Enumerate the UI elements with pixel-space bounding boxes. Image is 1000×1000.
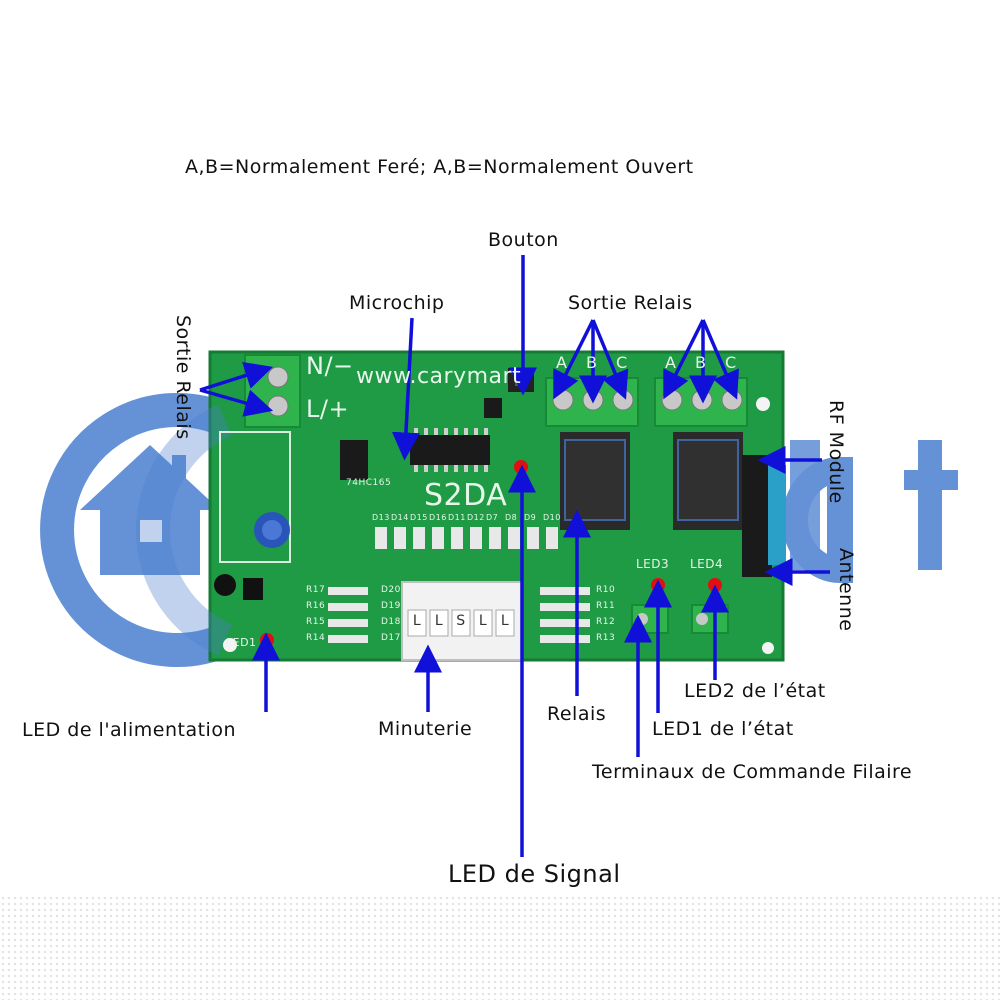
- resistor-label: R15: [306, 617, 326, 627]
- resistor-label: R17: [306, 585, 326, 595]
- carymart-watermark: [40, 393, 958, 667]
- timer-mark: L: [478, 613, 488, 629]
- diode-label: D11: [448, 513, 466, 522]
- relay-letter-left-c: C: [616, 353, 628, 372]
- terminal-l-label: L/+: [306, 395, 350, 423]
- relay-letter-right-b: B: [695, 353, 707, 372]
- arrow-microchip: [391, 317, 420, 461]
- label-bouton: Bouton: [488, 229, 559, 251]
- diode-label: D12: [467, 513, 485, 522]
- arrow-sortie-c1: [591, 319, 629, 400]
- diode-left-label: D17: [381, 633, 401, 643]
- resistor-label: R14: [306, 633, 326, 643]
- resistor-label: R13: [596, 633, 616, 643]
- label-led-signal: LED de Signal: [448, 860, 621, 888]
- timer-mark: L: [434, 613, 444, 629]
- diode-label: D7: [486, 513, 499, 522]
- arrow-sortie-relais-left-1: [199, 361, 274, 392]
- led3-dot: [651, 578, 665, 592]
- arrow-sortie-c2: [701, 319, 739, 400]
- diode-label-row: D13 D14 D15 D16 D11 D12 D7 D8 D9 D10: [372, 513, 561, 522]
- diode-label: D9: [524, 513, 537, 522]
- timer-mark: S: [456, 613, 466, 629]
- led4-board-label: LED4: [690, 557, 724, 571]
- chip-label: 74HC165: [346, 478, 392, 488]
- timer-mark: L: [412, 613, 422, 629]
- label-antenne: Antenne: [835, 548, 857, 632]
- board-website-label: www.carymart: [356, 364, 522, 389]
- terminal-n-label: N/−: [306, 352, 354, 380]
- timer-switch-marks: L L S L L: [408, 613, 514, 629]
- label-minuterie: Minuterie: [378, 718, 473, 740]
- power-terminal-block: [244, 354, 301, 428]
- relay-letter-right-a: A: [665, 353, 677, 372]
- callout-arrows: [199, 255, 830, 857]
- led1-board-label: LED1: [226, 636, 257, 649]
- label-rf-module: RF Module: [825, 400, 847, 504]
- label-led-alimentation: LED de l'alimentation: [22, 719, 236, 741]
- diode-label: D16: [429, 513, 447, 522]
- resistor-label: R11: [596, 601, 616, 611]
- label-relais: Relais: [547, 703, 607, 725]
- dotted-footer-pattern: [0, 895, 1000, 1000]
- label-sortie-relais-left: Sortie Relais: [172, 315, 194, 440]
- label-led1-etat: LED1 de l’état: [652, 718, 794, 740]
- diode-left-label: D18: [381, 617, 401, 627]
- label-terminaux: Terminaux de Commande Filaire: [592, 761, 913, 783]
- diode-label: D13: [372, 513, 390, 522]
- arrow-sortie-a2: [663, 319, 705, 400]
- diode-left-label: D19: [381, 601, 401, 611]
- signal-led-dot: [514, 460, 528, 474]
- label-led2-etat: LED2 de l’état: [684, 680, 826, 702]
- diode-left-label: D20: [381, 585, 401, 595]
- resistor-label: R12: [596, 617, 616, 627]
- timer-mark: L: [500, 613, 510, 629]
- relay-letter-left-b: B: [586, 353, 598, 372]
- led3-board-label: LED3: [636, 557, 670, 571]
- resistor-label: R10: [596, 585, 616, 595]
- board-model-label: S2DA: [424, 478, 508, 513]
- arrow-sortie-a1: [553, 319, 595, 400]
- label-microchip: Microchip: [349, 292, 445, 314]
- resistor-label: R16: [306, 601, 326, 611]
- header-title: A,B=Normalement Feré; A,B=Normalement Ou…: [185, 156, 694, 178]
- diode-label: D10: [543, 513, 561, 522]
- diode-label: D15: [410, 513, 428, 522]
- arrow-sortie-relais-left-2: [199, 388, 274, 417]
- relay-letter-left-a: A: [556, 353, 568, 372]
- diode-label: D8: [505, 513, 518, 522]
- led4-dot: [708, 578, 722, 592]
- diode-label: D14: [391, 513, 409, 522]
- label-sortie-relais-top: Sortie Relais: [568, 292, 693, 314]
- relay-letter-right-c: C: [725, 353, 737, 372]
